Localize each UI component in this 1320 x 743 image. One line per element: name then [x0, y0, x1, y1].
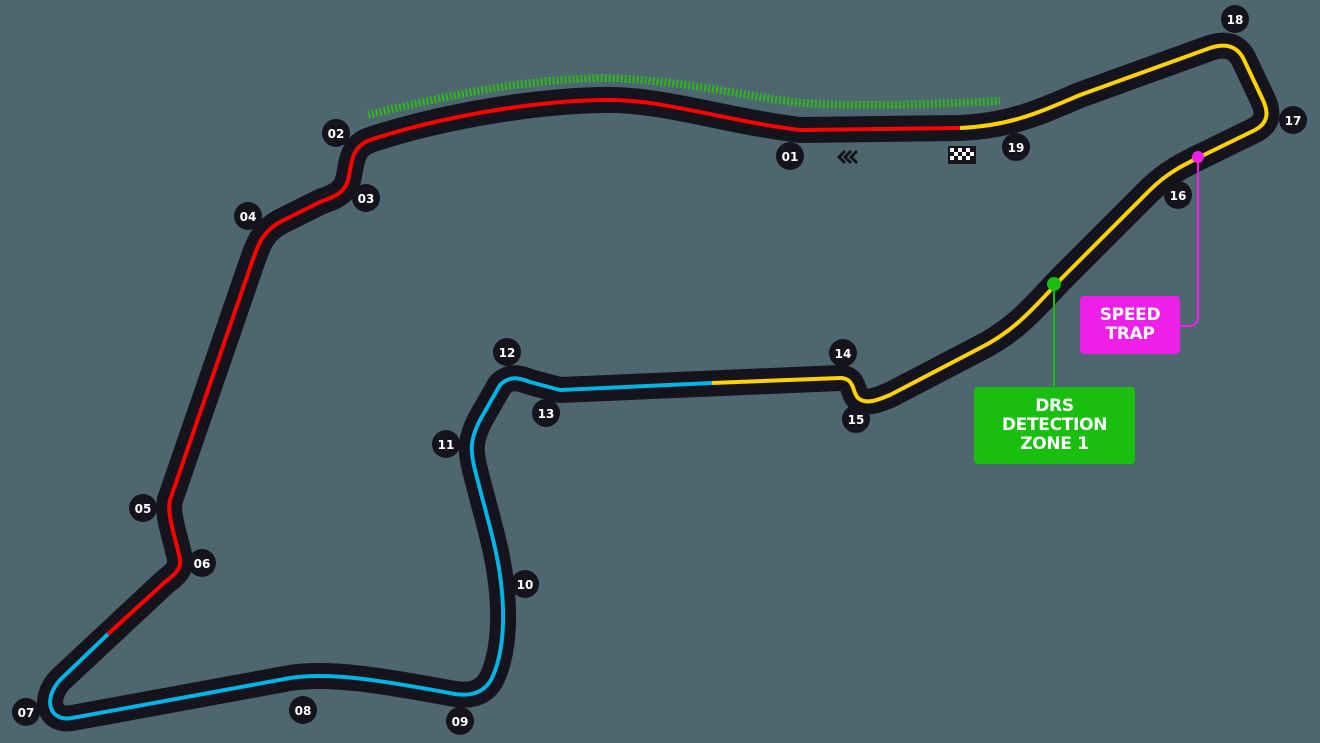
turn-number: 18 [1227, 13, 1244, 27]
turn-number: 19 [1008, 141, 1025, 155]
track-outline [37, 32, 1280, 732]
turn-number: 08 [295, 704, 312, 718]
turn-marker-07: 07 [12, 698, 40, 726]
speed-trap-connector [1180, 157, 1199, 327]
turn-marker-06: 06 [188, 549, 216, 577]
sector-3-line [711, 43, 1269, 404]
turn-marker-18: 18 [1221, 5, 1249, 33]
turn-number: 14 [835, 347, 852, 361]
turn-number: 03 [358, 192, 375, 206]
turn-marker-12: 12 [493, 338, 521, 366]
checkered-flag-icon [948, 146, 976, 164]
turn-number: 02 [328, 127, 345, 141]
speed-trap-label: SPEED TRAP [1080, 296, 1180, 354]
turn-marker-01: 01 [776, 142, 804, 170]
turn-marker-19: 19 [1002, 133, 1030, 161]
drs-detection-zone-label: DRS DETECTION ZONE 1 [974, 387, 1135, 464]
turn-marker-11: 11 [432, 430, 460, 458]
turn-marker-14: 14 [829, 339, 857, 367]
turn-marker-13: 13 [532, 399, 560, 427]
turn-number: 05 [135, 502, 152, 516]
turn-number: 15 [848, 413, 865, 427]
turn-number: 13 [538, 407, 555, 421]
turn-marker-09: 09 [446, 707, 474, 735]
turn-marker-04: 04 [234, 202, 262, 230]
turn-number: 09 [452, 715, 469, 729]
chevron-left-triple-icon [836, 149, 859, 165]
speed-trap-marker [1192, 151, 1204, 163]
turn-number: 07 [18, 706, 35, 720]
turn-number: 11 [438, 438, 455, 452]
sector-2-line [48, 376, 713, 721]
turn-marker-17: 17 [1279, 106, 1307, 134]
drs-zone-band [367, 73, 1001, 119]
turn-number: 06 [194, 557, 211, 571]
turn-marker-10: 10 [511, 570, 539, 598]
turn-number: 01 [782, 150, 799, 164]
turn-number: 04 [240, 210, 257, 224]
turn-marker-05: 05 [129, 494, 157, 522]
turn-marker-16: 16 [1164, 181, 1192, 209]
drs-detection-marker [1047, 277, 1061, 291]
turn-number: 10 [517, 578, 534, 592]
turn-marker-02: 02 [322, 119, 350, 147]
turn-marker-08: 08 [289, 696, 317, 724]
sector-1-line [106, 97, 961, 636]
turn-number: 12 [499, 346, 516, 360]
turn-markers: 01 02 03 04 05 06 07 08 09 10 11 12 13 14 15 16 17 18 19 [12, 5, 1307, 735]
turn-marker-15: 15 [842, 405, 870, 433]
turn-number: 16 [1170, 189, 1187, 203]
turn-number: 17 [1285, 114, 1302, 128]
turn-marker-03: 03 [352, 184, 380, 212]
